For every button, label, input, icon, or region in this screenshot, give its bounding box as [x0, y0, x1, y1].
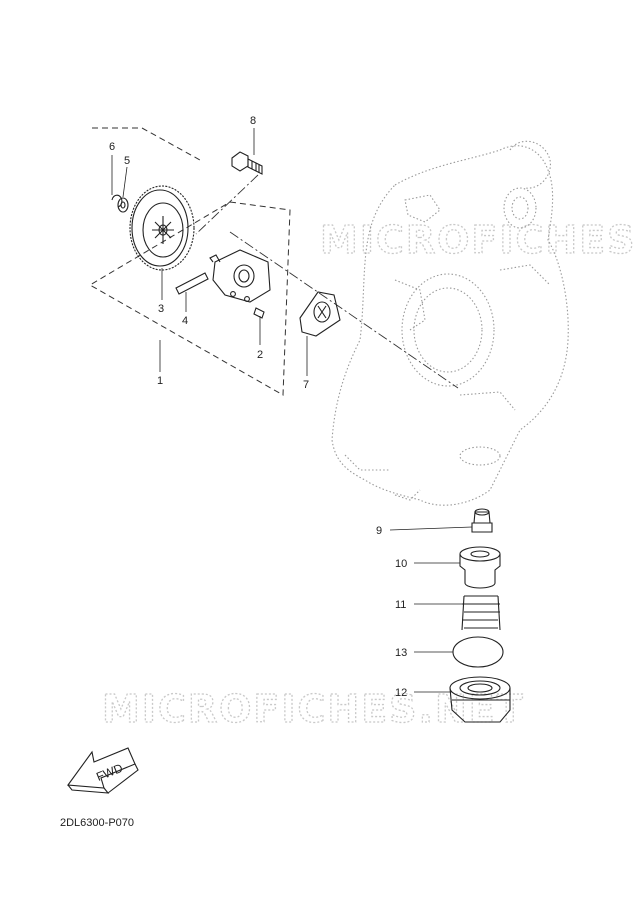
part-2-pump-body — [209, 249, 271, 319]
callout-8: 8 — [250, 115, 256, 127]
watermark-bottom: MICROFICHES.NET — [102, 687, 525, 731]
part-3-pump-gear — [129, 185, 195, 271]
callout-5: 5 — [124, 155, 130, 167]
part-5-washer — [117, 197, 129, 213]
part-10-cap — [459, 546, 501, 589]
alignment-line — [229, 231, 459, 389]
assembly-box — [89, 127, 291, 396]
fwd-arrow-icon: FWD — [66, 747, 139, 794]
leader-lines — [111, 128, 473, 693]
callout-2: 2 — [257, 349, 263, 361]
part-11-spring — [461, 595, 501, 631]
callout-7: 7 — [303, 379, 309, 391]
fwd-label: FWD — [94, 761, 125, 784]
callout-11: 11 — [395, 599, 406, 611]
part-4-pin — [175, 272, 209, 295]
callout-12: 12 — [395, 687, 407, 699]
crankcase-outline — [331, 140, 569, 506]
callout-10: 10 — [395, 558, 407, 570]
callout-13: 13 — [395, 647, 407, 659]
callout-3: 3 — [158, 303, 164, 315]
callout-1: 1 — [157, 375, 163, 387]
part-9-fitting — [471, 508, 493, 533]
part-6-circlip — [111, 194, 123, 208]
callout-9: 9 — [376, 525, 382, 537]
part-13-o-ring — [452, 636, 504, 668]
part-8-bolt — [231, 151, 263, 175]
part-12-drain-plug — [449, 676, 511, 723]
callout-4: 4 — [182, 315, 188, 327]
diagram-code: 2DL6300-P070 — [60, 817, 135, 829]
callout-6: 6 — [109, 141, 115, 153]
part-7-gasket — [299, 291, 341, 337]
alignment-line-bolt — [195, 174, 259, 235]
watermark-top: MICROFICHES.NET — [320, 218, 635, 262]
